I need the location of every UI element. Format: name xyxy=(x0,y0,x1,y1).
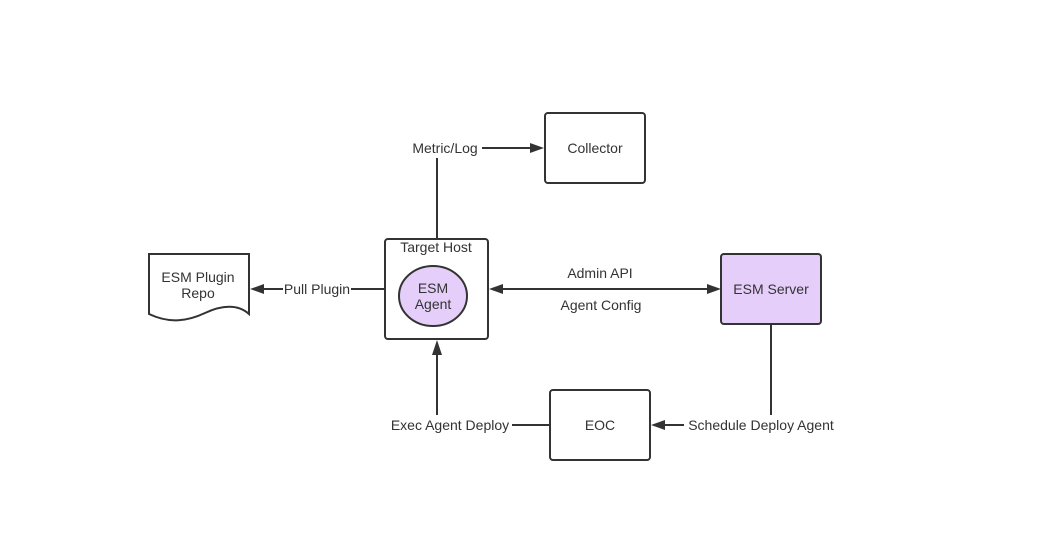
admin-api-arrowhead-right xyxy=(707,284,721,294)
collector-box xyxy=(544,112,646,184)
eoc-node: EOC xyxy=(549,389,651,461)
plugin-repo-label-line1: ESM Plugin xyxy=(161,269,234,285)
schedule-deploy-label: Schedule Deploy Agent xyxy=(688,417,834,433)
plugin-repo-label-line2: Repo xyxy=(181,285,215,301)
metric-log-connector xyxy=(436,147,531,239)
eoc-label: EOC xyxy=(585,417,615,433)
eoc-box xyxy=(549,389,651,461)
target-host-node: Target Host ESM Agent xyxy=(384,238,489,340)
esm-server-label: ESM Server xyxy=(733,281,809,297)
exec-deploy-label: Exec Agent Deploy xyxy=(391,417,509,433)
collector-label: Collector xyxy=(567,140,623,156)
pull-plugin-label: Pull Plugin xyxy=(284,281,350,297)
exec-deploy-connector xyxy=(436,354,550,426)
admin-api-label: Admin API xyxy=(567,265,632,281)
esm-agent-label-line1: ESM xyxy=(418,280,448,296)
plugin-repo-document-shape xyxy=(148,253,250,322)
collector-node: Collector xyxy=(544,112,646,184)
pull-plugin-arrowhead xyxy=(250,284,264,294)
exec-deploy-arrowhead xyxy=(432,340,442,355)
agent-config-label: Agent Config xyxy=(561,297,642,313)
schedule-deploy-arrowhead xyxy=(651,420,665,430)
plugin-repo-node: ESM Plugin Repo xyxy=(148,253,250,322)
esm-agent-ellipse xyxy=(398,265,468,327)
esm-agent-label-line2: Agent xyxy=(415,296,452,312)
admin-api-arrowhead-left xyxy=(489,284,503,294)
metric-log-label: Metric/Log xyxy=(412,140,477,156)
target-host-label: Target Host xyxy=(400,239,472,255)
esm-server-node: ESM Server xyxy=(720,253,822,325)
metric-log-arrowhead xyxy=(530,143,544,153)
esm-server-box xyxy=(720,253,822,325)
schedule-deploy-connector xyxy=(664,324,772,426)
